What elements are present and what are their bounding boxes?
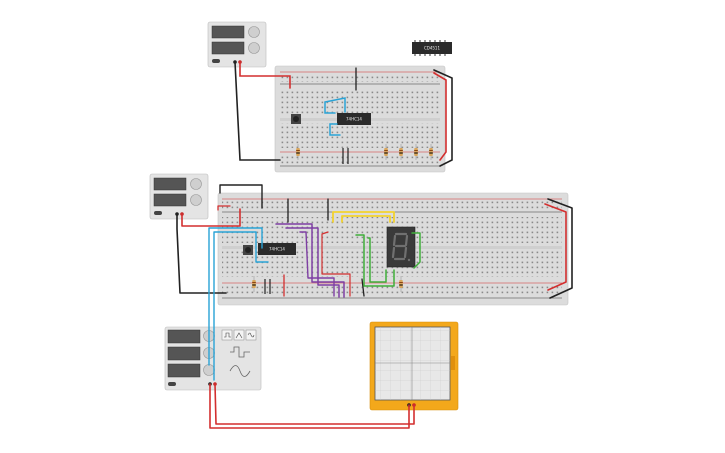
triangle-wave-button[interactable] xyxy=(233,329,245,341)
power-switch[interactable] xyxy=(154,211,162,215)
chip-label: 74HC14 xyxy=(269,247,285,252)
chip-label: CD4511 xyxy=(424,46,441,51)
triangle-wave-icon xyxy=(235,332,243,339)
breadboard-top[interactable] xyxy=(274,65,446,173)
square-wave-icon xyxy=(224,332,231,338)
display-screen xyxy=(211,41,245,55)
square-wave-button[interactable] xyxy=(221,329,233,341)
wires-bottom[interactable] xyxy=(176,184,573,429)
push-button-top[interactable] xyxy=(291,114,301,124)
resistors-bottom xyxy=(252,276,403,292)
square-wave-icon xyxy=(230,346,250,358)
chip-cd4511-standalone[interactable]: CD4511 xyxy=(412,40,452,56)
oscilloscope[interactable] xyxy=(369,321,459,411)
sine-wave-icon xyxy=(229,365,251,377)
push-button-bottom[interactable] xyxy=(243,245,253,255)
display-screen xyxy=(167,346,201,361)
chip-74hc14-bottom[interactable]: 74HC14 xyxy=(258,243,296,255)
current-knob[interactable] xyxy=(248,42,260,54)
offset-knob[interactable] xyxy=(203,364,215,376)
function-generator[interactable] xyxy=(164,326,262,391)
wires-top[interactable] xyxy=(234,61,453,167)
display-screen xyxy=(153,193,187,207)
chip-74hc14-top[interactable]: 74HC14 xyxy=(337,113,371,125)
power-switch[interactable] xyxy=(212,59,220,63)
capacitor-bottom xyxy=(264,279,271,294)
voltage-knob[interactable] xyxy=(248,26,260,38)
display-screen xyxy=(167,329,201,344)
power-switch[interactable] xyxy=(168,382,176,386)
power-supply-middle[interactable] xyxy=(149,173,209,220)
chip-label: 74HC14 xyxy=(346,117,362,122)
voltage-knob[interactable] xyxy=(190,178,202,190)
seven-segment-display[interactable] xyxy=(386,226,416,268)
display-screen xyxy=(153,177,187,191)
capacitor-top xyxy=(342,148,349,164)
sine-wave-icon xyxy=(247,332,255,338)
display-screen xyxy=(167,363,201,378)
current-knob[interactable] xyxy=(190,194,202,206)
power-supply-top[interactable] xyxy=(207,21,267,68)
display-screen xyxy=(211,25,245,39)
resistors-top xyxy=(296,144,433,160)
scope-side-control[interactable] xyxy=(451,356,455,370)
